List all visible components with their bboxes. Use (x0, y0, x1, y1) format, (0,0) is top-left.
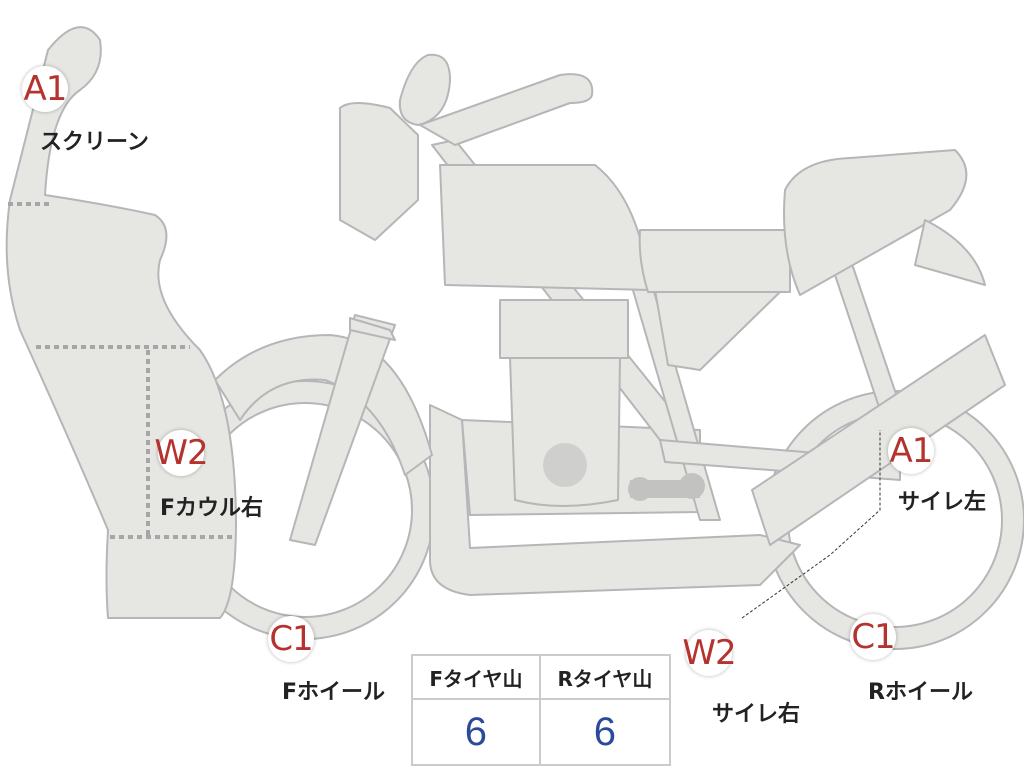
silencer (751, 334, 1006, 546)
rear-seat (783, 149, 968, 296)
rear-tread-header: Rタイヤ山 (538, 654, 672, 700)
cowl-panel-guides (8, 202, 236, 539)
tire-tread-table: Fタイヤ山 Rタイヤ山 6 6 (411, 654, 672, 766)
label-rear-wheel: Rホイール (868, 680, 973, 705)
label-silencer-right: サイレ右 (712, 702, 801, 727)
label-screen: スクリーン (40, 130, 149, 155)
exhaust-pipe (429, 404, 801, 596)
seat (638, 229, 791, 293)
mirror (398, 53, 451, 126)
front-cowl (5, 26, 237, 619)
headlight (339, 102, 419, 241)
front-fork (289, 314, 396, 546)
damage-marker-silencer-right[interactable]: W2 (682, 630, 737, 676)
damage-marker-screen[interactable]: A1 (22, 66, 68, 112)
rear-tread-value: 6 (538, 698, 672, 766)
silencer-leader-line (741, 430, 881, 619)
front-tread-header: Fタイヤ山 (411, 654, 541, 700)
handlebar (419, 73, 594, 146)
engine (509, 357, 621, 507)
label-silencer-left: サイレ左 (898, 490, 987, 515)
engine-top (499, 299, 629, 359)
damage-marker-rear-wheel[interactable]: C1 (850, 614, 896, 660)
damage-marker-front-wheel[interactable]: C1 (268, 616, 314, 662)
label-front-cowl-right: Fカウル右 (160, 496, 264, 521)
front-tread-value: 6 (411, 698, 541, 766)
label-front-wheel: Fホイール (282, 680, 386, 705)
damage-marker-front-cowl-right[interactable]: W2 (154, 430, 209, 476)
damage-marker-silencer-left[interactable]: A1 (888, 428, 934, 474)
fuel-tank (439, 164, 651, 291)
